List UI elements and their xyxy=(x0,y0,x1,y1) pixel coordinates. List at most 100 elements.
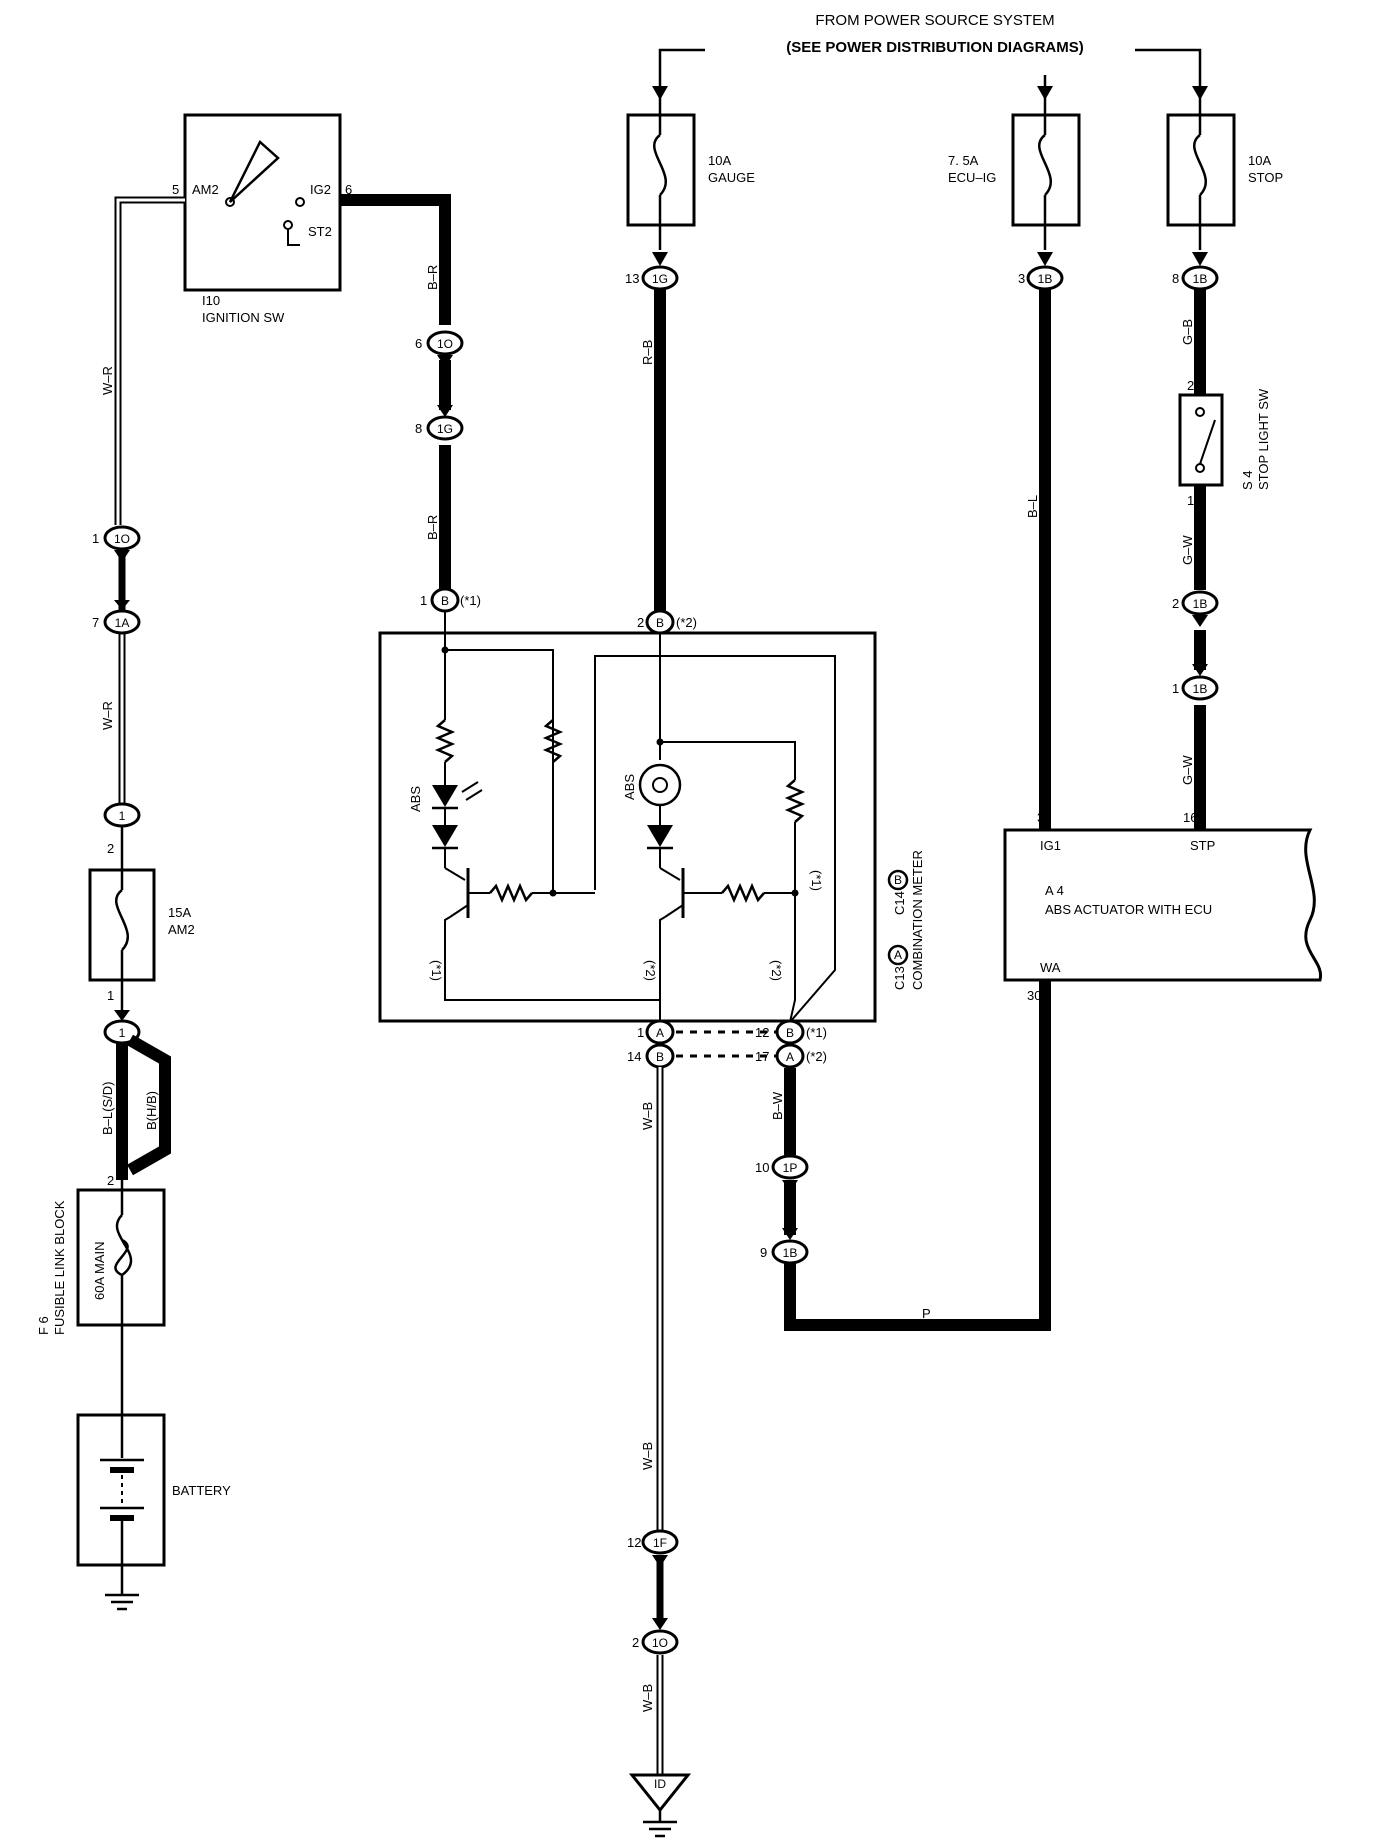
abs-pin-wa: WA xyxy=(1040,960,1061,975)
connector-pin: 3 xyxy=(1018,271,1025,286)
ig-code: I10 xyxy=(202,293,220,308)
connector-pin: 8 xyxy=(415,421,422,436)
connector-b-meter-14: B 14 xyxy=(627,1043,675,1069)
connector-id: 1B xyxy=(1038,272,1053,286)
power-source-line2: (SEE POWER DISTRIBUTION DIAGRAMS) xyxy=(786,39,1084,56)
abs-name: ABS ACTUATOR WITH ECU xyxy=(1045,902,1212,917)
abs-num-3: 3 xyxy=(1037,810,1044,825)
connector-id: 1B xyxy=(783,1246,798,1260)
connector-id: 1B xyxy=(1193,682,1208,696)
ground-label: ID xyxy=(654,1777,666,1791)
connector-1-fl: 1 1 xyxy=(103,988,141,1045)
fl-main: 60A MAIN xyxy=(92,1241,107,1300)
ig-pin-am2: AM2 xyxy=(192,182,219,197)
combination-meter: ABS ABS (*1) (*2) ( xyxy=(378,611,925,1023)
meter-labels: B A C14 C13 COMBINATION METER xyxy=(887,850,925,990)
ig-pin-5: 5 xyxy=(172,182,179,197)
connector-note: (*1) xyxy=(806,1025,827,1040)
fuse-ecu-name: ECU–IG xyxy=(948,170,996,185)
connector-1b-stop: 1B 8 xyxy=(1172,252,1219,291)
fuse-stop-rating: 10A xyxy=(1248,153,1271,168)
connector-id: 1 xyxy=(119,1026,126,1040)
label-p: P xyxy=(922,1306,931,1321)
stop-light-switch: 2 1 S 4 STOP LIGHT SW xyxy=(1178,378,1271,508)
connector-pin: 8 xyxy=(1172,271,1179,286)
battery: BATTERY xyxy=(76,1325,231,1611)
connector-id: 1F xyxy=(653,1536,667,1550)
connector-b-meter-12: B 12 (*1) xyxy=(755,1019,827,1045)
connector-note: (*1) xyxy=(460,593,481,608)
connector-id: 1G xyxy=(652,272,668,286)
meter-note-1a: (*1) xyxy=(429,960,444,981)
fuse-stop-name: STOP xyxy=(1248,170,1283,185)
connector-1b-p: 1B 9 xyxy=(760,1228,809,1265)
connector-pin: 2 xyxy=(637,615,644,630)
label-b-r-1: B–R xyxy=(425,265,440,290)
meter-note-1b: (*1) xyxy=(809,870,824,891)
connector-pin: 13 xyxy=(625,271,639,286)
connector-1a: 1A 7 xyxy=(92,600,141,635)
connector-id: B xyxy=(656,616,664,630)
connector-id: B xyxy=(441,594,449,608)
label-g-b: G–B xyxy=(1180,319,1195,345)
meter-conn-a: A xyxy=(894,948,902,962)
ground-id: ID xyxy=(628,1773,692,1838)
wire-b-r: B–R B–R xyxy=(340,194,451,590)
connector-id: 1O xyxy=(114,532,130,546)
abs-actuator: 3 16 IG1 STP A 4 ABS ACTUATOR WITH ECU W… xyxy=(1003,810,1323,1003)
meter-note-2b: (*2) xyxy=(769,960,784,981)
connector-1g-gauge: 1G 13 xyxy=(625,252,679,291)
connector-b-meter-1: B 1 (*1) xyxy=(420,587,481,613)
ig-pin-st2: ST2 xyxy=(308,224,332,239)
connector-id: A xyxy=(786,1050,794,1064)
meter-code-c14: C14 xyxy=(892,891,907,915)
fl-pin-top: 2 xyxy=(107,1173,114,1188)
connector-id: 1 xyxy=(119,809,126,823)
fuse-stop: 10A STOP xyxy=(1166,100,1283,250)
fl-name: FUSIBLE LINK BLOCK xyxy=(52,1200,67,1335)
ig-name: IGNITION SW xyxy=(202,310,285,325)
connector-pin: 2 xyxy=(632,1635,639,1650)
connector-1o-br: 1O 6 xyxy=(415,330,464,367)
fuse-am2: 15A AM2 xyxy=(88,826,195,1010)
connector-a-meter: A 1 xyxy=(637,1019,675,1045)
sls-pin-top: 2 xyxy=(1187,378,1194,393)
connector-b-meter-2: B 2 (*2) xyxy=(637,609,697,635)
sls-pin-bottom: 1 xyxy=(1187,493,1194,508)
wire-w-b: W–B W–B W–B xyxy=(640,1067,664,1775)
meter-conn-b: B xyxy=(894,873,902,887)
connector-id: B xyxy=(786,1026,794,1040)
label-g-w-2: G–W xyxy=(1180,755,1195,785)
connector-id: 1B xyxy=(1193,272,1208,286)
ignition-switch: 5 AM2 IG2 6 ST2 I10 IGNITION SW xyxy=(172,113,352,325)
connector-id: B xyxy=(656,1050,664,1064)
connector-pin: 2 xyxy=(1172,596,1179,611)
label-b-l-sd: B–L(S/D) xyxy=(100,1082,115,1135)
sls-name: STOP LIGHT SW xyxy=(1256,388,1271,490)
label-w-b-2: W–B xyxy=(640,1442,655,1470)
wire-stop: G–B G–W G–W xyxy=(1180,285,1206,830)
connector-1o-top: 1O 1 xyxy=(92,525,141,562)
battery-label: BATTERY xyxy=(172,1483,231,1498)
connector-id: 1O xyxy=(437,337,453,351)
connector-note: (*2) xyxy=(676,615,697,630)
abs-num-30: 30 xyxy=(1027,988,1041,1003)
connector-1b-stop-mid2: 1B 1 xyxy=(1172,664,1219,701)
wire-w-r: W–R W–R xyxy=(100,196,185,805)
connector-pin: 1 xyxy=(92,531,99,546)
wire-r-b: R–B xyxy=(640,285,666,615)
connector-1p: 1P 10 xyxy=(755,1154,809,1192)
connector-pin: 1 xyxy=(1172,681,1179,696)
meter-code-c13: C13 xyxy=(892,966,907,990)
fusible-link-block: 60A MAIN F 6 FUSIBLE LINK BLOCK xyxy=(36,1180,166,1335)
connector-id: 1B xyxy=(1193,597,1208,611)
am2-pin-bottom: 1 xyxy=(107,988,114,1003)
power-source-line1: FROM POWER SOURCE SYSTEM xyxy=(815,12,1054,29)
fuse-ecu-rating: 7. 5A xyxy=(948,153,979,168)
fuse-am2-name: AM2 xyxy=(168,922,195,937)
wire-b-l: B–L xyxy=(1025,285,1051,830)
fuse-gauge-rating: 10A xyxy=(708,153,731,168)
label-w-r-1: W–R xyxy=(100,366,115,395)
connector-note: (*2) xyxy=(806,1049,827,1064)
